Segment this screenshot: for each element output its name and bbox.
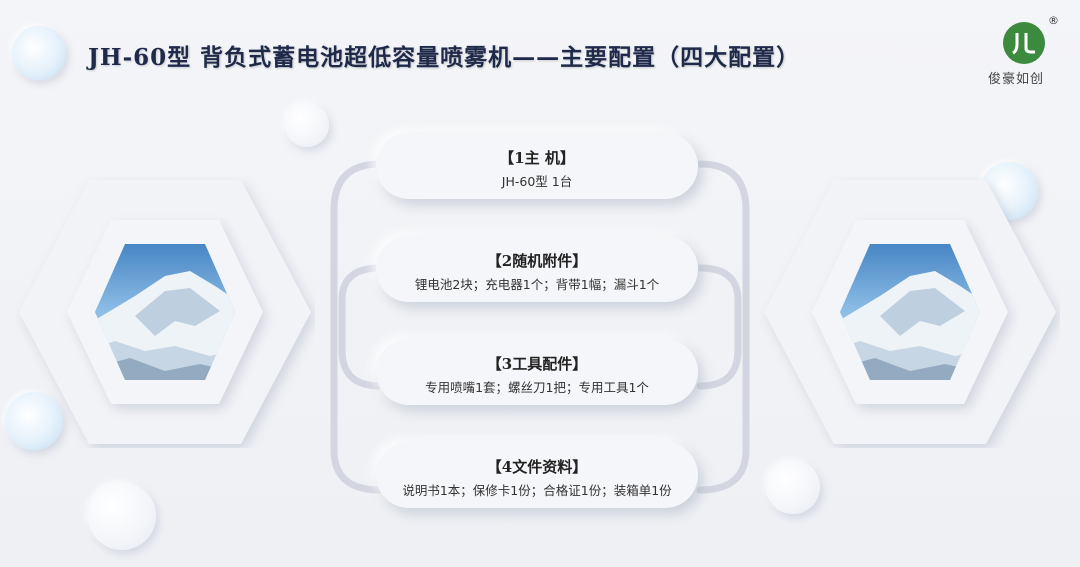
decor-bubble xyxy=(88,482,156,550)
brand-logo: ® 俊豪如创 xyxy=(988,14,1062,90)
decor-bubble xyxy=(766,460,820,514)
config-item-title: 【3工具配件】 xyxy=(486,355,588,373)
config-item-2: 【2随机附件】 锂电池2块；充电器1个；背带1幅；漏斗1个 xyxy=(376,236,698,302)
config-item-desc: JH-60型 1台 xyxy=(501,174,573,189)
hexagon-photo-right xyxy=(760,176,1060,448)
decor-bubble xyxy=(285,103,329,147)
decor-bubble xyxy=(5,392,63,450)
page-title: JH-60型 背负式蓄电池超低容量喷雾机——主要配置（四大配置） xyxy=(88,44,801,71)
decor-bubble xyxy=(12,26,66,80)
config-item-title: 【2随机附件】 xyxy=(486,252,588,270)
config-item-3: 【3工具配件】 专用喷嘴1套；螺丝刀1把；专用工具1个 xyxy=(376,339,698,405)
config-item-desc: 说明书1本；保修卡1份；合格证1份；装箱单1份 xyxy=(402,483,672,498)
config-item-title: 【4文件资料】 xyxy=(486,458,588,476)
logo-glyph-icon xyxy=(1012,33,1035,55)
config-item-desc: 锂电池2块；充电器1个；背带1幅；漏斗1个 xyxy=(414,277,660,292)
registered-mark: ® xyxy=(1048,14,1059,27)
brand-name: 俊豪如创 xyxy=(988,72,1045,87)
config-item-4: 【4文件资料】 说明书1本；保修卡1份；合格证1份；装箱单1份 xyxy=(376,442,698,508)
config-item-1: 【1主 机】 JH-60型 1台 xyxy=(376,133,698,199)
connector-lines xyxy=(330,160,750,494)
logo-mark xyxy=(1003,22,1045,64)
config-item-title: 【1主 机】 xyxy=(499,149,575,167)
hexagon-photo-left xyxy=(15,176,315,448)
config-item-desc: 专用喷嘴1套；螺丝刀1把；专用工具1个 xyxy=(425,380,649,395)
